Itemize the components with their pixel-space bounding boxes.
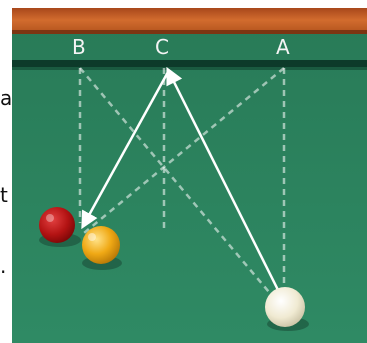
margin-letter-a: a: [0, 86, 12, 110]
margin-dot: .: [0, 254, 6, 278]
margin-letter-t: t: [0, 183, 8, 207]
table-rail-wood: [12, 8, 367, 32]
billiard-diagram-photo: B C A: [12, 8, 367, 343]
table-felt: [12, 8, 367, 343]
point-label-b: B: [72, 35, 86, 59]
point-label-a: A: [276, 35, 290, 59]
point-label-c: C: [155, 35, 169, 59]
